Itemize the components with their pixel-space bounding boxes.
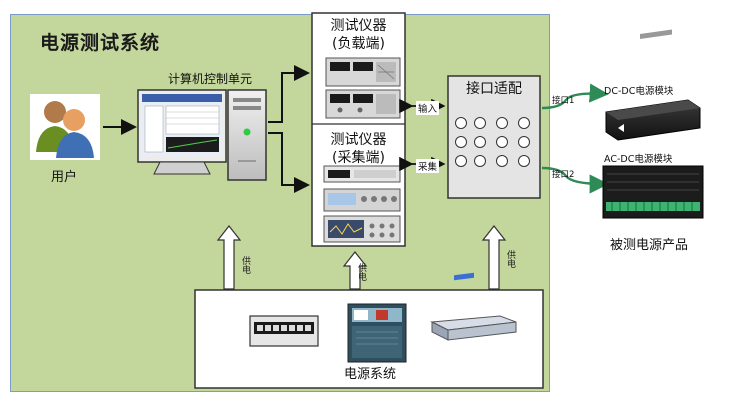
user-icon — [30, 94, 100, 160]
power-arrow-middle — [342, 251, 368, 290]
power-system-label: 电源系统 — [343, 367, 396, 382]
dut-title: 被测电源产品 — [609, 238, 688, 253]
ac-dc-module-label: AC-DC电源模块 — [604, 154, 673, 165]
interface-title: 接口适配 — [466, 81, 522, 97]
interface-connector-grid — [455, 117, 530, 167]
measurement-instrument-icon — [323, 165, 401, 243]
rack-power-supply-icon — [430, 272, 517, 341]
power-distribution-unit-icon — [249, 315, 319, 347]
port2-label: 接口2 — [552, 170, 575, 180]
collect-label: 采集 — [416, 159, 440, 173]
dc-dc-module-label: DC-DC电源模块 — [604, 86, 674, 97]
ac-dc-module-icon — [602, 165, 704, 219]
power-label-middle: 供电 — [356, 263, 366, 281]
instrument-load-title-line2: (负载端) — [332, 36, 385, 52]
dc-dc-module-icon — [605, 29, 701, 141]
power-arrow-left — [216, 225, 242, 290]
electronic-load-icon — [325, 57, 401, 119]
power-cabinet-icon — [347, 303, 407, 363]
input-label: 输入 — [416, 101, 440, 115]
computer-icon — [137, 89, 267, 181]
power-label-right: 供电 — [505, 250, 515, 268]
instrument-collect-title-line2: (采集端) — [332, 150, 385, 166]
arrow-port2 — [541, 166, 609, 194]
user-label: 用户 — [50, 170, 77, 185]
instrument-collect-title-line1: 测试仪器 — [330, 132, 387, 148]
instrument-load-title-line1: 测试仪器 — [330, 18, 387, 34]
power-label-left: 供电 — [240, 256, 250, 274]
arrow-computer-load — [268, 65, 310, 123]
arrow-port1 — [541, 83, 609, 110]
power-arrow-right — [481, 225, 507, 290]
arrow-computer-collect — [268, 132, 310, 193]
system-title: 电源测试系统 — [40, 32, 161, 54]
computer-label: 计算机控制单元 — [167, 72, 252, 86]
port1-label: 接口1 — [552, 96, 575, 106]
